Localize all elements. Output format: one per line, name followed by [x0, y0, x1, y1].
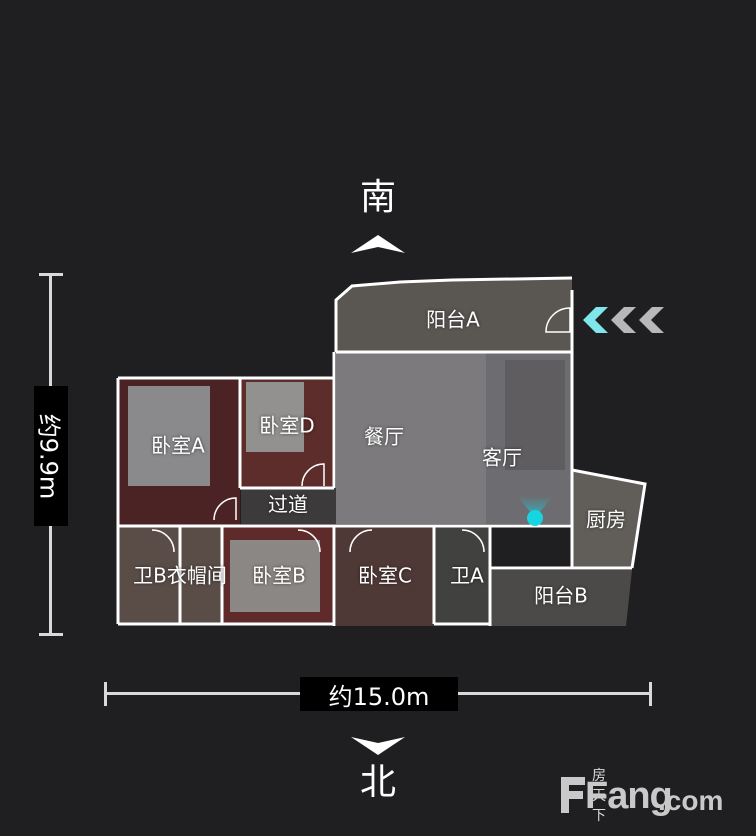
door-arcs	[151, 307, 571, 553]
closet-fill	[118, 526, 222, 624]
room-label-bedroom-d: 卧室D	[259, 413, 315, 438]
dining-fill	[336, 352, 486, 524]
room-label-kitchen: 厨房	[586, 507, 626, 532]
room-label-bath-a: 卫A	[450, 563, 484, 588]
south-arrow-icon	[351, 235, 405, 253]
width-dimension-label: 约15.0m	[300, 677, 458, 711]
entrance-arrows-icon[interactable]	[583, 307, 665, 333]
width-dimension-tick-left	[104, 682, 107, 706]
north-arrow-icon	[351, 737, 405, 755]
bath-a-fill	[434, 526, 490, 624]
width-dimension-tick-right	[649, 682, 652, 706]
south-label: 南	[359, 177, 397, 218]
view-direction-cone-icon	[517, 496, 553, 518]
walls	[116, 276, 647, 626]
kitchen-fill	[572, 470, 645, 568]
height-dimension-label: 约9.9m	[34, 386, 68, 526]
room-label-balcony-a: 阳台A	[426, 307, 480, 332]
room-label-bedroom-b: 卧室B	[252, 563, 306, 588]
north-label: 北	[359, 762, 397, 803]
watermark-suffix-text: .com	[658, 785, 724, 816]
fang-logo-icon	[561, 777, 585, 813]
height-dimension-tick-bottom	[39, 633, 63, 636]
watermark-brand-text: Fang	[585, 775, 673, 817]
room-label-balcony-b: 阳台B	[534, 583, 588, 608]
balcony-a-fill	[336, 278, 572, 352]
room-label-corridor: 过道	[268, 492, 308, 517]
room-label-bedroom-a: 卧室A	[151, 433, 205, 458]
bedroom-a-bed	[128, 386, 210, 486]
bedroom-d-bed	[246, 382, 304, 452]
balcony-b-fill	[490, 570, 632, 626]
bedroom-b-bed	[230, 540, 320, 612]
height-dimension-tick-top	[39, 273, 63, 276]
viewer-position-dot[interactable]	[527, 510, 543, 526]
room-label-living: 客厅	[482, 445, 522, 470]
room-label-bath-b-closet: 卫B衣帽间	[133, 563, 227, 588]
corridor-fill	[241, 488, 336, 524]
room-label-bedroom-c: 卧室C	[358, 563, 412, 588]
living-sofa	[505, 360, 565, 470]
room-label-dining: 餐厅	[364, 424, 404, 449]
watermark-chinese-text: 房天下	[592, 768, 606, 824]
